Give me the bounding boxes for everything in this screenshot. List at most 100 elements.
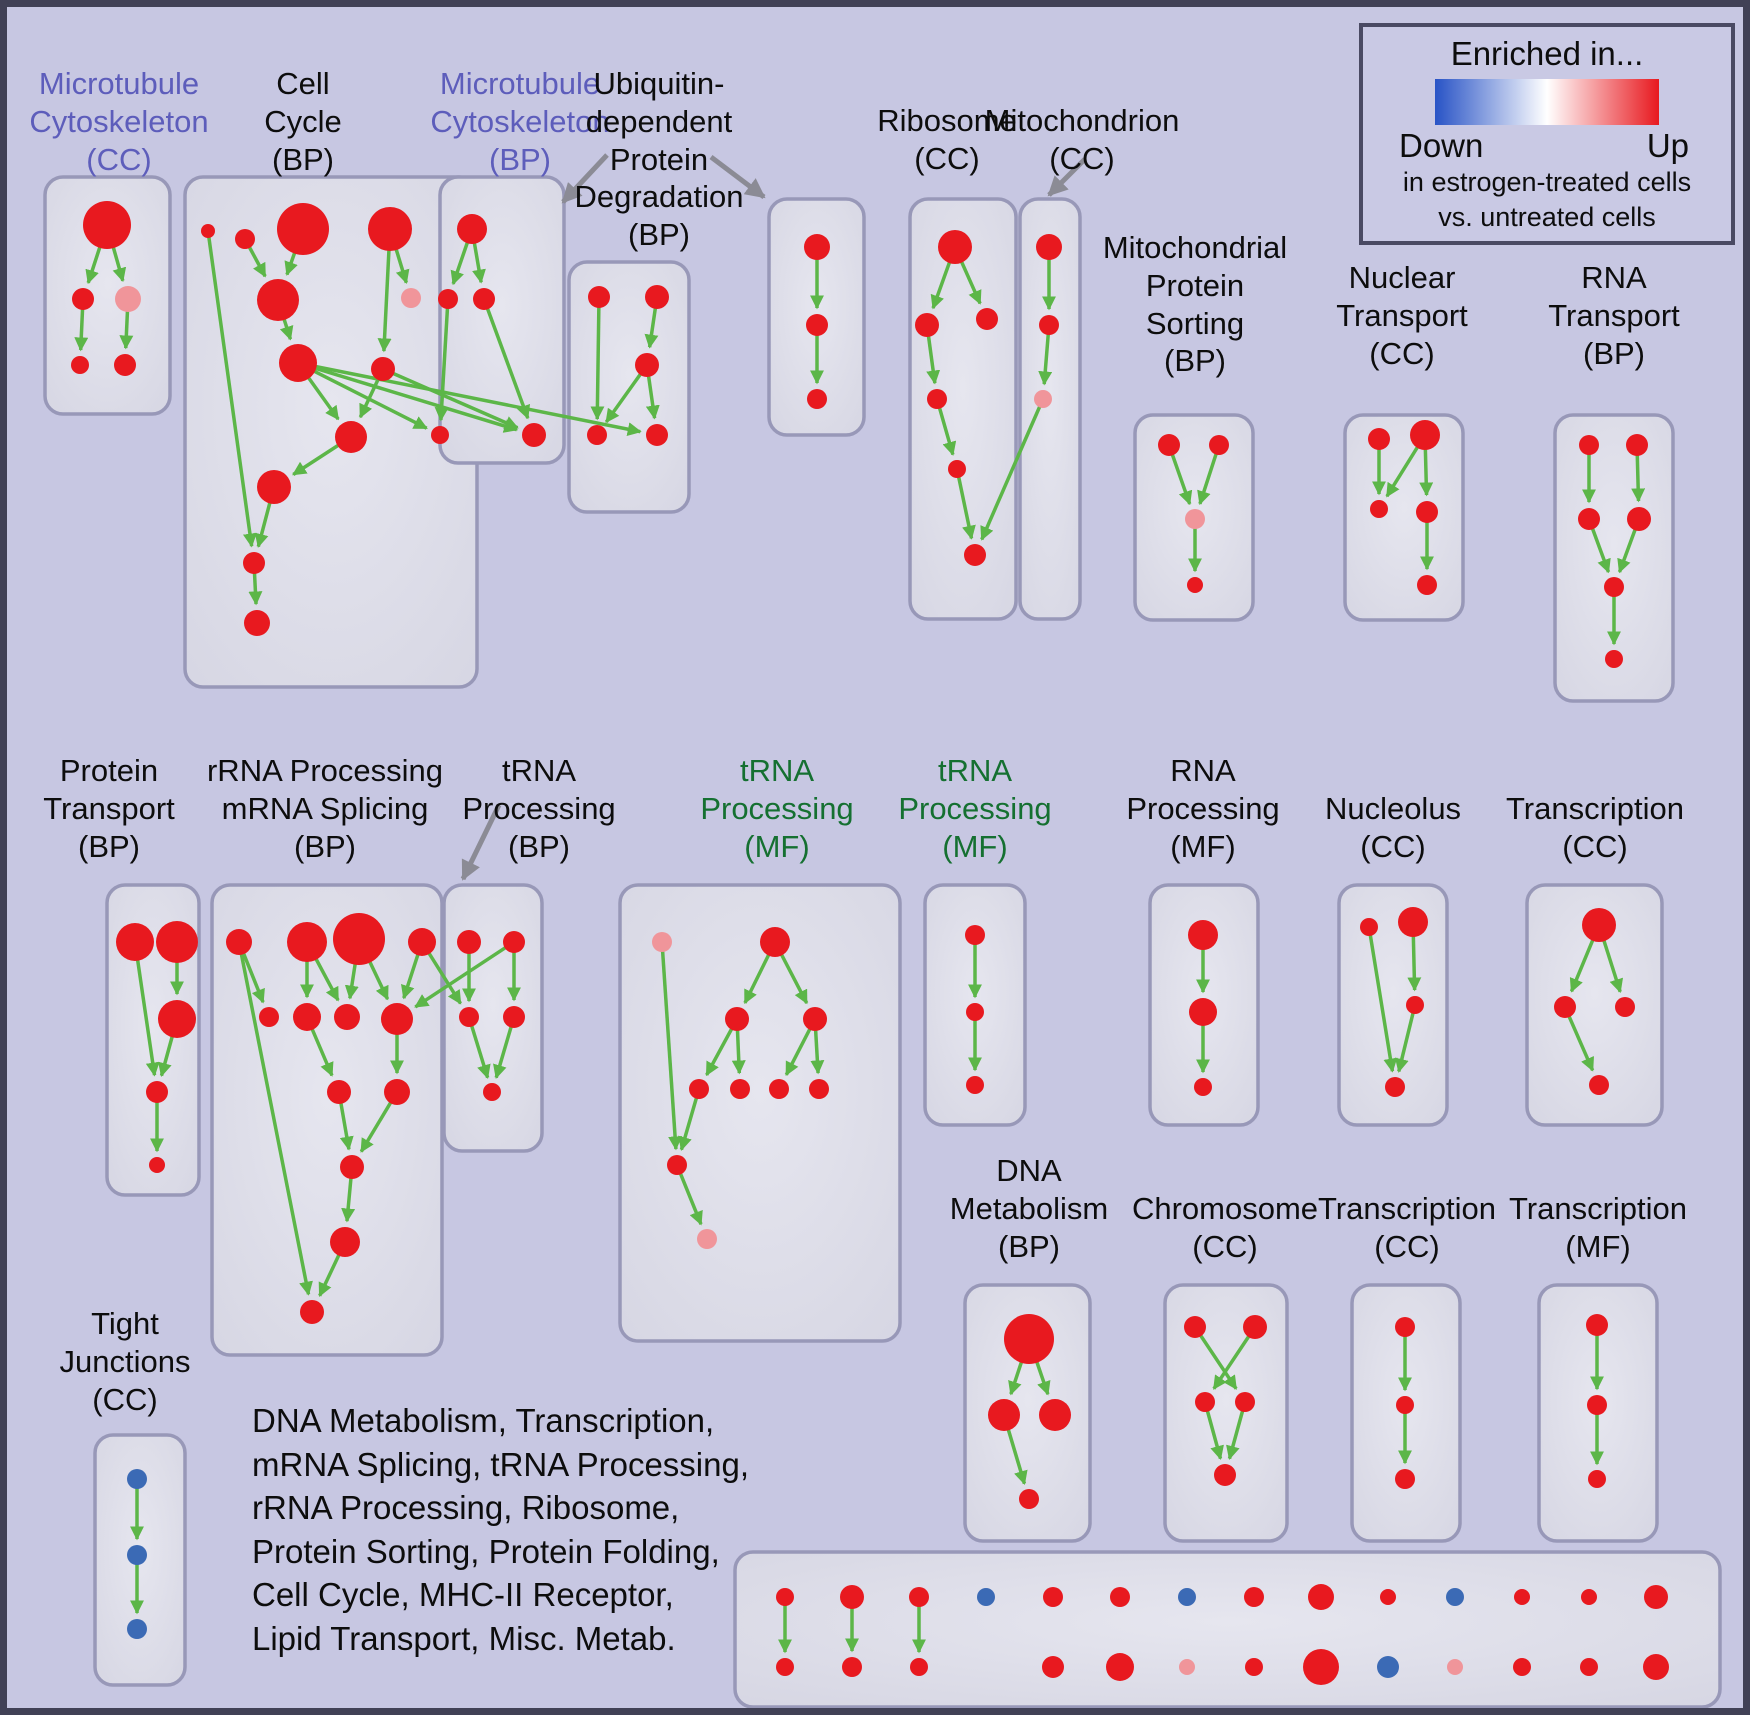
go-term-node: [1588, 1470, 1606, 1488]
cluster-box: [1163, 1283, 1289, 1543]
go-term-node: [1582, 908, 1616, 942]
go-term-node: [1243, 1315, 1267, 1339]
go-term-node: [964, 544, 986, 566]
go-term-node: [977, 1588, 995, 1606]
go-term-node: [588, 286, 610, 308]
go-edge-arrow: [467, 1016, 491, 1079]
go-term-node: [1185, 509, 1205, 529]
go-term-node: [327, 1080, 351, 1104]
go-term-node: [1615, 997, 1635, 1017]
go-term-node: [965, 925, 985, 945]
go-edge-arrow: [414, 940, 515, 1009]
go-term-node: [116, 923, 154, 961]
go-term-node: [457, 930, 481, 954]
go-term-node: [1158, 434, 1180, 456]
go-term-node: [244, 610, 270, 636]
go-term-node: [1036, 234, 1062, 260]
go-term-node: [259, 1007, 279, 1027]
cluster-box: [442, 883, 544, 1153]
go-term-node: [457, 214, 487, 244]
go-term-node: [1416, 501, 1438, 523]
go-term-node: [1179, 1659, 1195, 1675]
cluster-box: [567, 260, 691, 514]
go-term-node: [1410, 420, 1440, 450]
go-term-node: [1004, 1314, 1054, 1364]
go-term-node: [381, 1003, 413, 1035]
go-term-node: [1370, 500, 1388, 518]
go-term-node: [226, 929, 252, 955]
go-term-node: [127, 1469, 147, 1489]
go-term-node: [71, 356, 89, 374]
legend-box: Enriched in... Down Up in estrogen-treat…: [1359, 23, 1735, 245]
go-term-node: [1034, 390, 1052, 408]
go-term-node: [730, 1079, 750, 1099]
go-edge-arrow: [955, 468, 976, 540]
go-edge-arrow: [675, 1164, 703, 1226]
go-term-node: [1189, 998, 1217, 1026]
go-term-node: [1195, 1392, 1215, 1412]
go-edge-arrow: [382, 367, 519, 430]
go-term-node: [83, 201, 131, 249]
go-term-node: [287, 922, 327, 962]
go-term-node: [1395, 1317, 1415, 1337]
go-term-node: [976, 308, 998, 330]
go-term-node: [330, 1227, 360, 1257]
cluster-box: [43, 175, 172, 416]
go-term-node: [910, 1658, 928, 1676]
go-term-node: [1644, 1585, 1668, 1609]
go-term-node: [257, 470, 291, 504]
cluster-box: [210, 883, 444, 1357]
go-term-node: [401, 288, 421, 308]
go-edge-arrow: [660, 941, 683, 1151]
go-term-node: [156, 921, 198, 963]
go-term-node: [408, 928, 436, 956]
go-term-node: [1396, 1396, 1414, 1414]
go-term-node: [1019, 1489, 1039, 1509]
go-term-node: [1042, 1656, 1064, 1678]
go-term-node: [459, 1007, 479, 1027]
go-term-node: [368, 207, 412, 251]
go-term-node: [1417, 575, 1437, 595]
go-edge-arrow: [1367, 926, 1398, 1073]
category-note: DNA Metabolism, Transcription, mRNA Spli…: [252, 1402, 750, 1657]
go-term-node: [966, 1003, 984, 1021]
legend-subtitle-1: in estrogen-treated cells: [1402, 167, 1692, 197]
go-term-node: [279, 344, 317, 382]
go-term-node: [635, 353, 659, 377]
go-term-node: [809, 1079, 829, 1099]
go-edge-arrow: [482, 298, 531, 420]
go-term-node: [1245, 1658, 1263, 1676]
go-term-node: [1627, 507, 1651, 531]
go-term-node: [1043, 1587, 1063, 1607]
go-edge-arrow: [1197, 444, 1221, 506]
go-term-node: [503, 1006, 525, 1028]
cluster-box: [733, 1550, 1722, 1708]
go-edge-arrow: [590, 296, 605, 421]
go-term-node: [803, 1007, 827, 1031]
cluster-box: [963, 1283, 1092, 1543]
go-edge-arrow: [980, 398, 1045, 541]
go-term-node: [300, 1300, 324, 1324]
go-edge-arrow: [1563, 1006, 1595, 1072]
go-term-node: [334, 1004, 360, 1030]
go-edge-arrow: [434, 298, 450, 422]
cluster-box: [1553, 413, 1675, 703]
go-term-node: [115, 286, 141, 312]
go-term-node: [483, 1083, 501, 1101]
go-term-node: [1554, 996, 1576, 1018]
go-term-node: [127, 1545, 147, 1565]
go-edge-arrow: [297, 361, 519, 433]
go-term-node: [1604, 577, 1624, 597]
go-edge-arrow: [1394, 1004, 1417, 1073]
go-term-node: [1447, 1659, 1463, 1675]
legend-title: Enriched in...: [1450, 35, 1644, 72]
go-term-node: [503, 931, 525, 953]
go-term-node: [1643, 1654, 1669, 1680]
go-term-node: [431, 426, 449, 444]
go-term-node: [257, 279, 299, 321]
go-term-node: [1605, 650, 1623, 668]
go-term-node: [769, 1079, 789, 1099]
label-pointer-arrow: [709, 155, 766, 199]
go-term-node: [1039, 1399, 1071, 1431]
go-term-node: [1235, 1392, 1255, 1412]
